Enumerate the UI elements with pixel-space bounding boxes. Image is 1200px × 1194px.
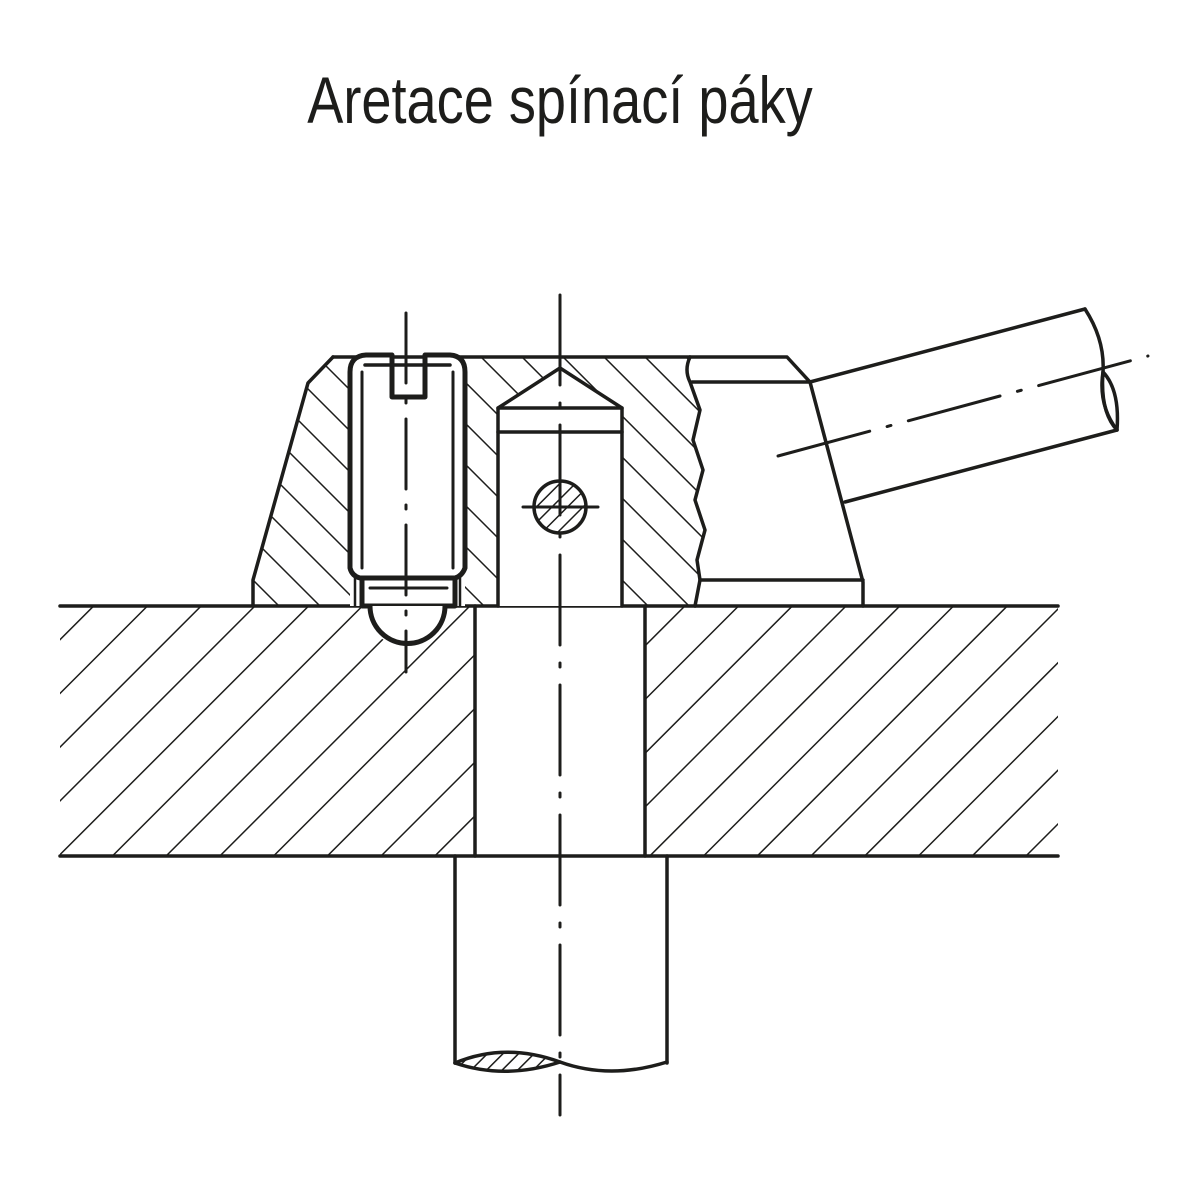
set-screw [347, 352, 468, 646]
centerlines [404, 293, 1150, 1117]
drawing-title: Aretace spínací páky [307, 63, 813, 137]
shaft [453, 854, 669, 1073]
lever-arm [808, 307, 1120, 504]
